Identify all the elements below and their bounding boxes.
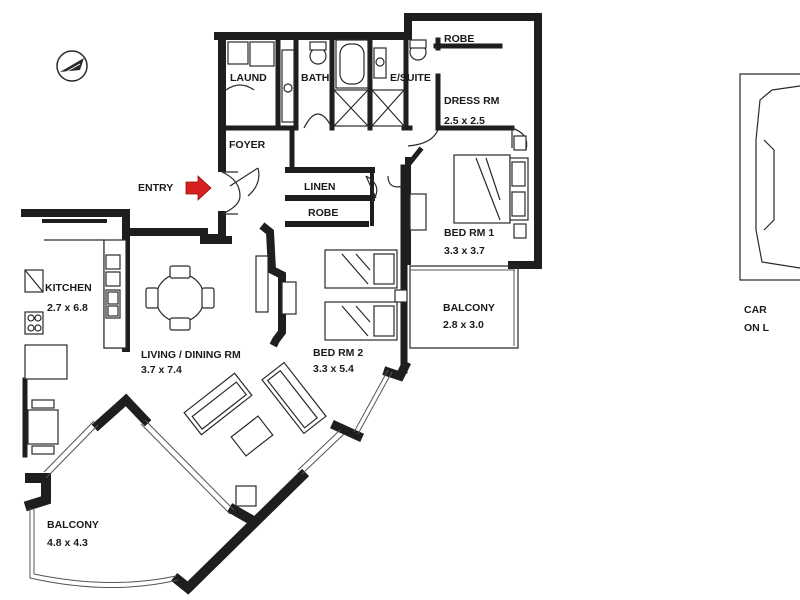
- sofa-left: [183, 372, 253, 436]
- room-label-bed2: BED RM 2: [313, 347, 363, 359]
- room-size-bed2: 3.3 x 5.4: [313, 363, 354, 375]
- entry-arrow-icon: [185, 175, 212, 201]
- bed2-door[interactable]: [365, 175, 405, 203]
- room-label-bed1: BED RM 1: [444, 227, 494, 239]
- car-label-line2: ON L: [744, 322, 770, 334]
- room-size-dress: 2.5 x 2.5: [444, 115, 485, 127]
- bed1-robe: [513, 135, 527, 239]
- coffee-table: [230, 415, 274, 457]
- room-label-robe-mid: ROBE: [308, 207, 338, 219]
- dining-table: [145, 265, 215, 331]
- large-balcony-outline: [29, 420, 179, 589]
- room-label-foyer: FOYER: [229, 139, 266, 151]
- shower-bath: [333, 89, 369, 127]
- foyer-door[interactable]: [229, 167, 260, 197]
- room-label-robe-top: ROBE: [444, 33, 474, 45]
- sofa-right: [261, 361, 327, 435]
- bed1-bed: [409, 154, 529, 231]
- kitchen-fixtures: [24, 239, 127, 380]
- living-side-table: [235, 255, 269, 507]
- room-label-laundry: LAUND: [230, 72, 267, 84]
- room-label-balcony-large: BALCONY: [47, 519, 99, 531]
- kitchen-dining-table: [27, 399, 59, 455]
- room-label-kitchen: KITCHEN: [45, 282, 92, 294]
- interior-walls: [22, 37, 515, 458]
- room-label-balcony-small: BALCONY: [443, 302, 495, 314]
- living-window: [140, 369, 393, 515]
- shower-ensuite: [371, 89, 405, 127]
- room-label-living: LIVING / DINING RM: [141, 349, 241, 361]
- car-label-line1: CAR: [744, 304, 767, 316]
- small-balcony-outline: [409, 265, 519, 349]
- room-size-living: 3.7 x 7.4: [141, 364, 182, 376]
- exterior-walls: [21, 13, 542, 595]
- room-size-kitchen: 2.7 x 6.8: [47, 302, 88, 314]
- entry-door[interactable]: [221, 171, 241, 215]
- bath-fixtures: [281, 39, 369, 129]
- room-label-bath: BATH: [301, 72, 329, 84]
- car-space: [739, 73, 800, 281]
- laundry-fixtures: [225, 41, 275, 91]
- ensuite-fixtures: [373, 39, 439, 147]
- room-label-dress: DRESS RM: [444, 95, 500, 107]
- compass-icon: [56, 50, 88, 82]
- room-size-balcony-large: 4.8 x 4.3: [47, 537, 88, 549]
- room-label-linen: LINEN: [304, 181, 336, 193]
- room-label-ensuite: E/SUITE: [390, 72, 431, 84]
- room-size-bed1: 3.3 x 3.7: [444, 245, 485, 257]
- room-size-balcony-small: 2.8 x 3.0: [443, 319, 484, 331]
- entry-label: ENTRY: [138, 182, 173, 194]
- bed2-beds: [281, 249, 408, 341]
